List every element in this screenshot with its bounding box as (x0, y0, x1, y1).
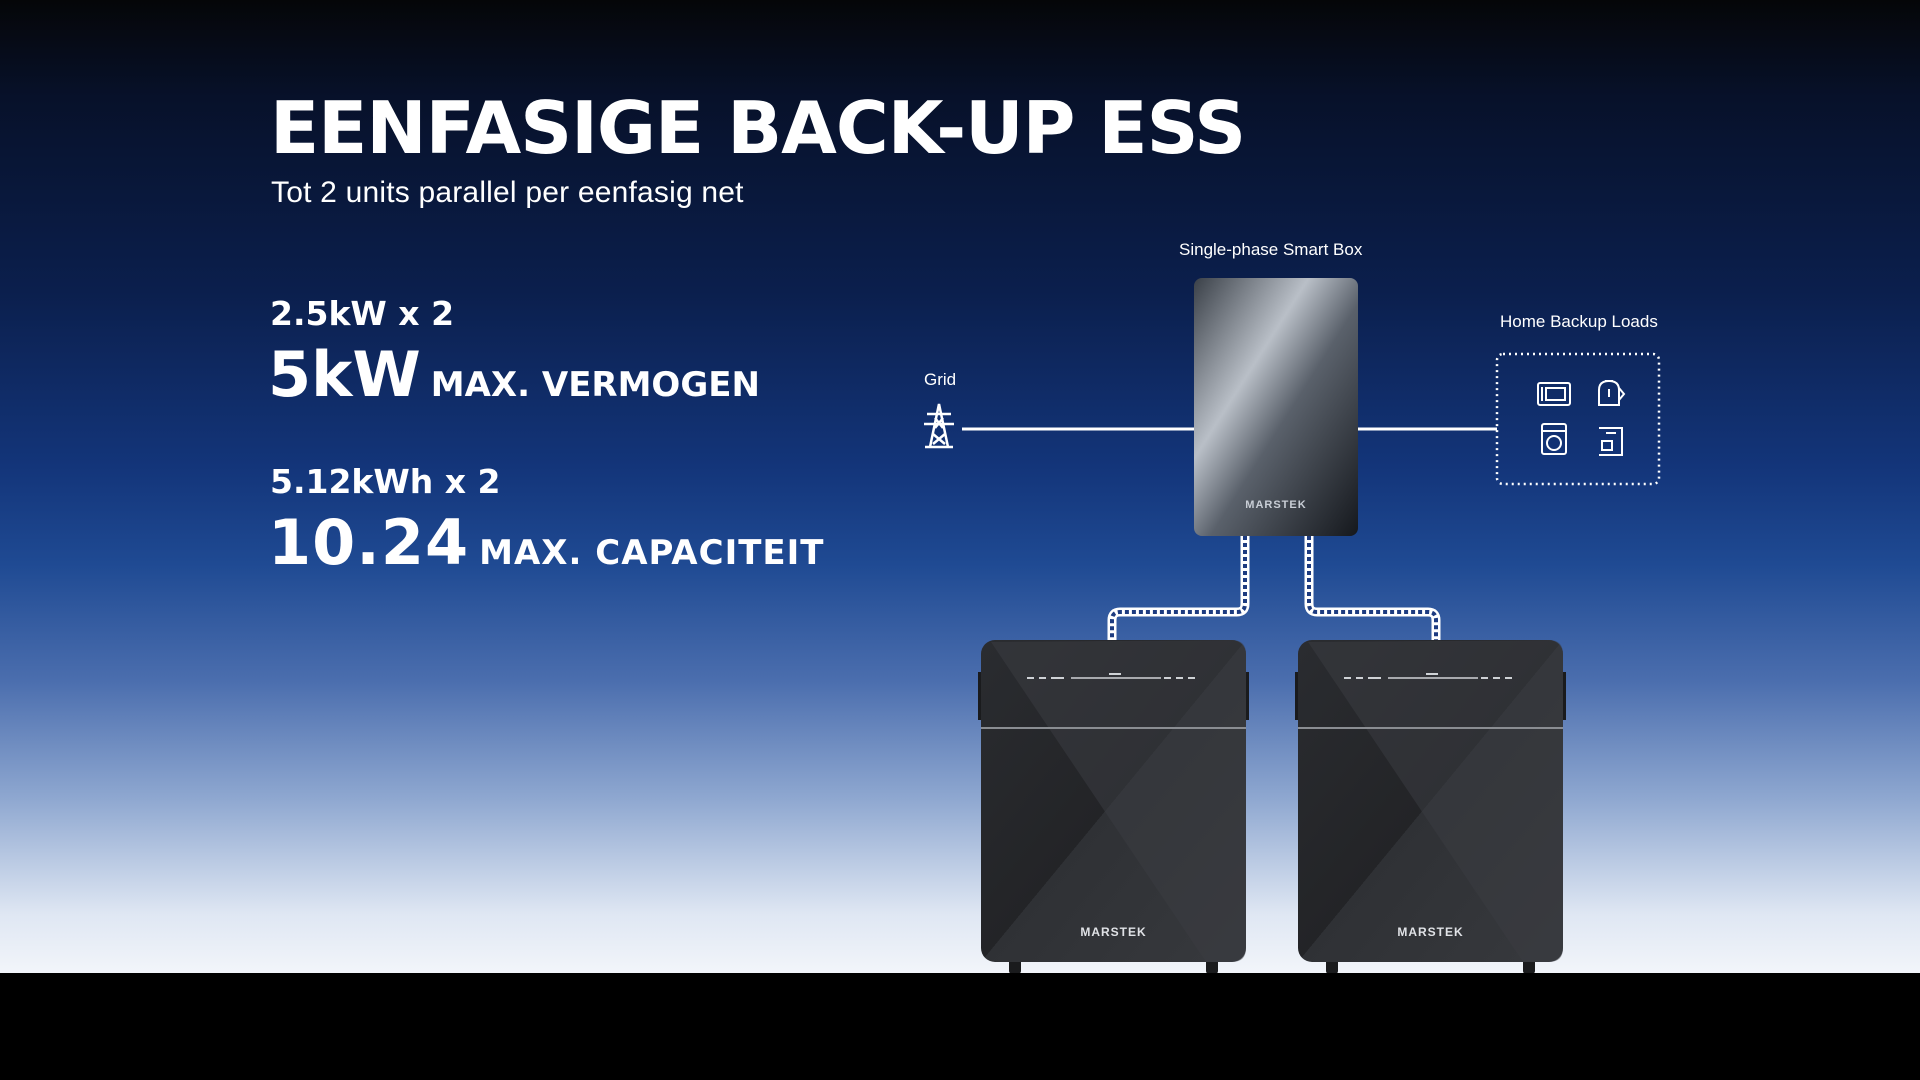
home-loads-label: Home Backup Loads (1500, 312, 1658, 331)
power-tower-icon (924, 403, 954, 449)
battery-led (1344, 677, 1351, 679)
power-value: 5kW (268, 338, 421, 411)
battery-led (1039, 677, 1046, 679)
slide-title: EENFASIGE BACK-UP ESS (270, 86, 1246, 170)
battery-led (1164, 677, 1171, 679)
slide-background: EENFASIGE BACK-UP ESS Tot 2 units parall… (0, 0, 1920, 973)
capacity-value: 10.24 (268, 506, 470, 579)
letterbox-bar (0, 973, 1920, 1080)
battery-led (1481, 677, 1488, 679)
battery-led (1051, 677, 1058, 679)
battery-led (1188, 677, 1195, 679)
grid-label: Grid (924, 370, 957, 389)
battery-brand: MARSTEK (1397, 925, 1463, 939)
smart-box-label: Single-phase Smart Box (1179, 240, 1363, 259)
battery-led (1493, 677, 1500, 679)
system-diagram: MARSTEK (924, 278, 1661, 973)
battery-handle (1563, 672, 1566, 720)
battery-panel-shade (1308, 640, 1563, 962)
battery-led (1356, 677, 1363, 679)
battery-led (1057, 677, 1064, 679)
battery-led (1374, 677, 1381, 679)
battery-handle (1246, 672, 1249, 720)
battery-cable-right (1304, 536, 1441, 642)
smart-box-device: MARSTEK (1194, 278, 1358, 536)
power-unit: MAX. VERMOGEN (430, 365, 760, 405)
smart-box-brand: MARSTEK (1245, 499, 1306, 511)
coffee-machine-icon (1599, 427, 1623, 456)
battery-cable-left (1107, 536, 1250, 642)
battery-brand: MARSTEK (1080, 925, 1146, 939)
battery-led (1368, 677, 1375, 679)
battery-led (1176, 677, 1183, 679)
home-loads-box (1495, 352, 1661, 486)
capacity-unit: MAX. CAPACITEIT (479, 533, 825, 573)
kettle-icon (1598, 379, 1626, 406)
battery-led (1109, 673, 1121, 675)
slide-subtitle: Tot 2 units parallel per eenfasig net (271, 176, 744, 209)
battery-handle (978, 672, 981, 720)
battery-led (1426, 673, 1438, 675)
washing-machine-icon (1541, 423, 1567, 455)
battery-panel-shade (991, 640, 1246, 962)
microwave-icon (1537, 382, 1571, 406)
capacity-detail: 5.12kWh x 2 (270, 462, 501, 501)
battery-handle (1295, 672, 1298, 720)
battery-unit-left: MARSTEK (978, 640, 1249, 973)
power-detail: 2.5kW x 2 (270, 294, 455, 333)
battery-led (1027, 677, 1034, 679)
battery-led (1505, 677, 1512, 679)
battery-unit-right: MARSTEK (1295, 640, 1566, 973)
